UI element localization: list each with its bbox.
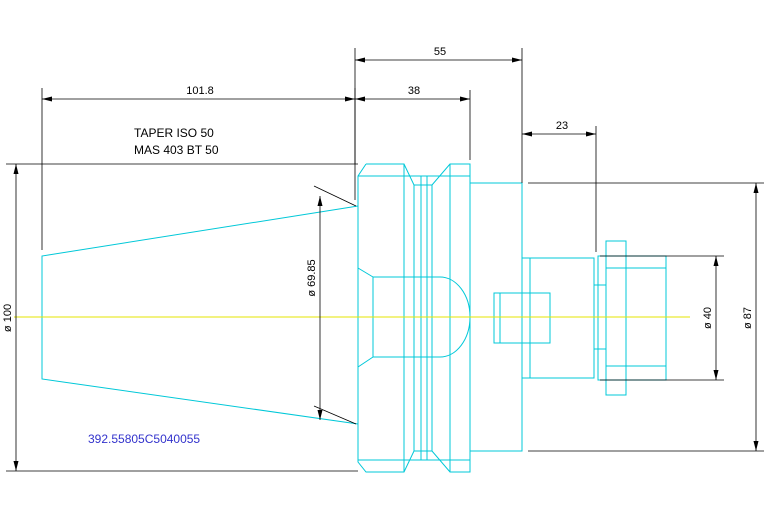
taper-note-line-1: TAPER ISO 50	[134, 126, 214, 140]
arrow-55-r	[512, 57, 522, 63]
arrow-38-r	[460, 96, 470, 102]
collar	[605, 240, 627, 396]
arrow-87-b	[753, 441, 759, 451]
bore-cone-top	[357, 267, 374, 278]
label-dia-40: ø 40	[702, 307, 714, 329]
arrow-87-t	[753, 183, 759, 193]
arrow-6985-t	[317, 196, 323, 206]
arrow-100-t	[13, 164, 19, 174]
taper-cone	[41, 205, 359, 425]
arrow-38-l	[355, 96, 365, 102]
arrow-55-l	[355, 57, 365, 63]
arrow-101-r	[345, 96, 355, 102]
dimension-lines	[6, 48, 764, 472]
label-38: 38	[408, 85, 420, 97]
shank	[521, 257, 531, 379]
label-23: 23	[556, 120, 568, 132]
shank-main	[529, 257, 595, 379]
arrow-101-l	[42, 96, 52, 102]
arrow-6985-b	[317, 410, 323, 420]
ext-6985-bottom	[313, 405, 357, 425]
ext-6985-top	[313, 185, 357, 207]
shank-slot	[493, 292, 551, 344]
label-dia-69-85: ø 69.85	[306, 259, 318, 296]
arrow-23-l	[522, 131, 532, 137]
arrow-40-b	[713, 370, 719, 380]
arrow-100-b	[13, 461, 19, 471]
part-number: 392.55805C5040055	[88, 432, 200, 446]
bore-cone-bottom	[357, 356, 374, 368]
label-55: 55	[434, 46, 446, 58]
arrow-40-t	[713, 256, 719, 266]
label-101-8: 101.8	[186, 85, 214, 97]
taper-note-line-2: MAS 403 BT 50	[134, 143, 219, 157]
arrow-23-r	[586, 131, 596, 137]
label-dia-87: ø 87	[742, 307, 754, 329]
label-dia-100: ø 100	[2, 304, 14, 332]
tool-holder-outline	[41, 163, 667, 473]
collar-face	[597, 255, 667, 381]
